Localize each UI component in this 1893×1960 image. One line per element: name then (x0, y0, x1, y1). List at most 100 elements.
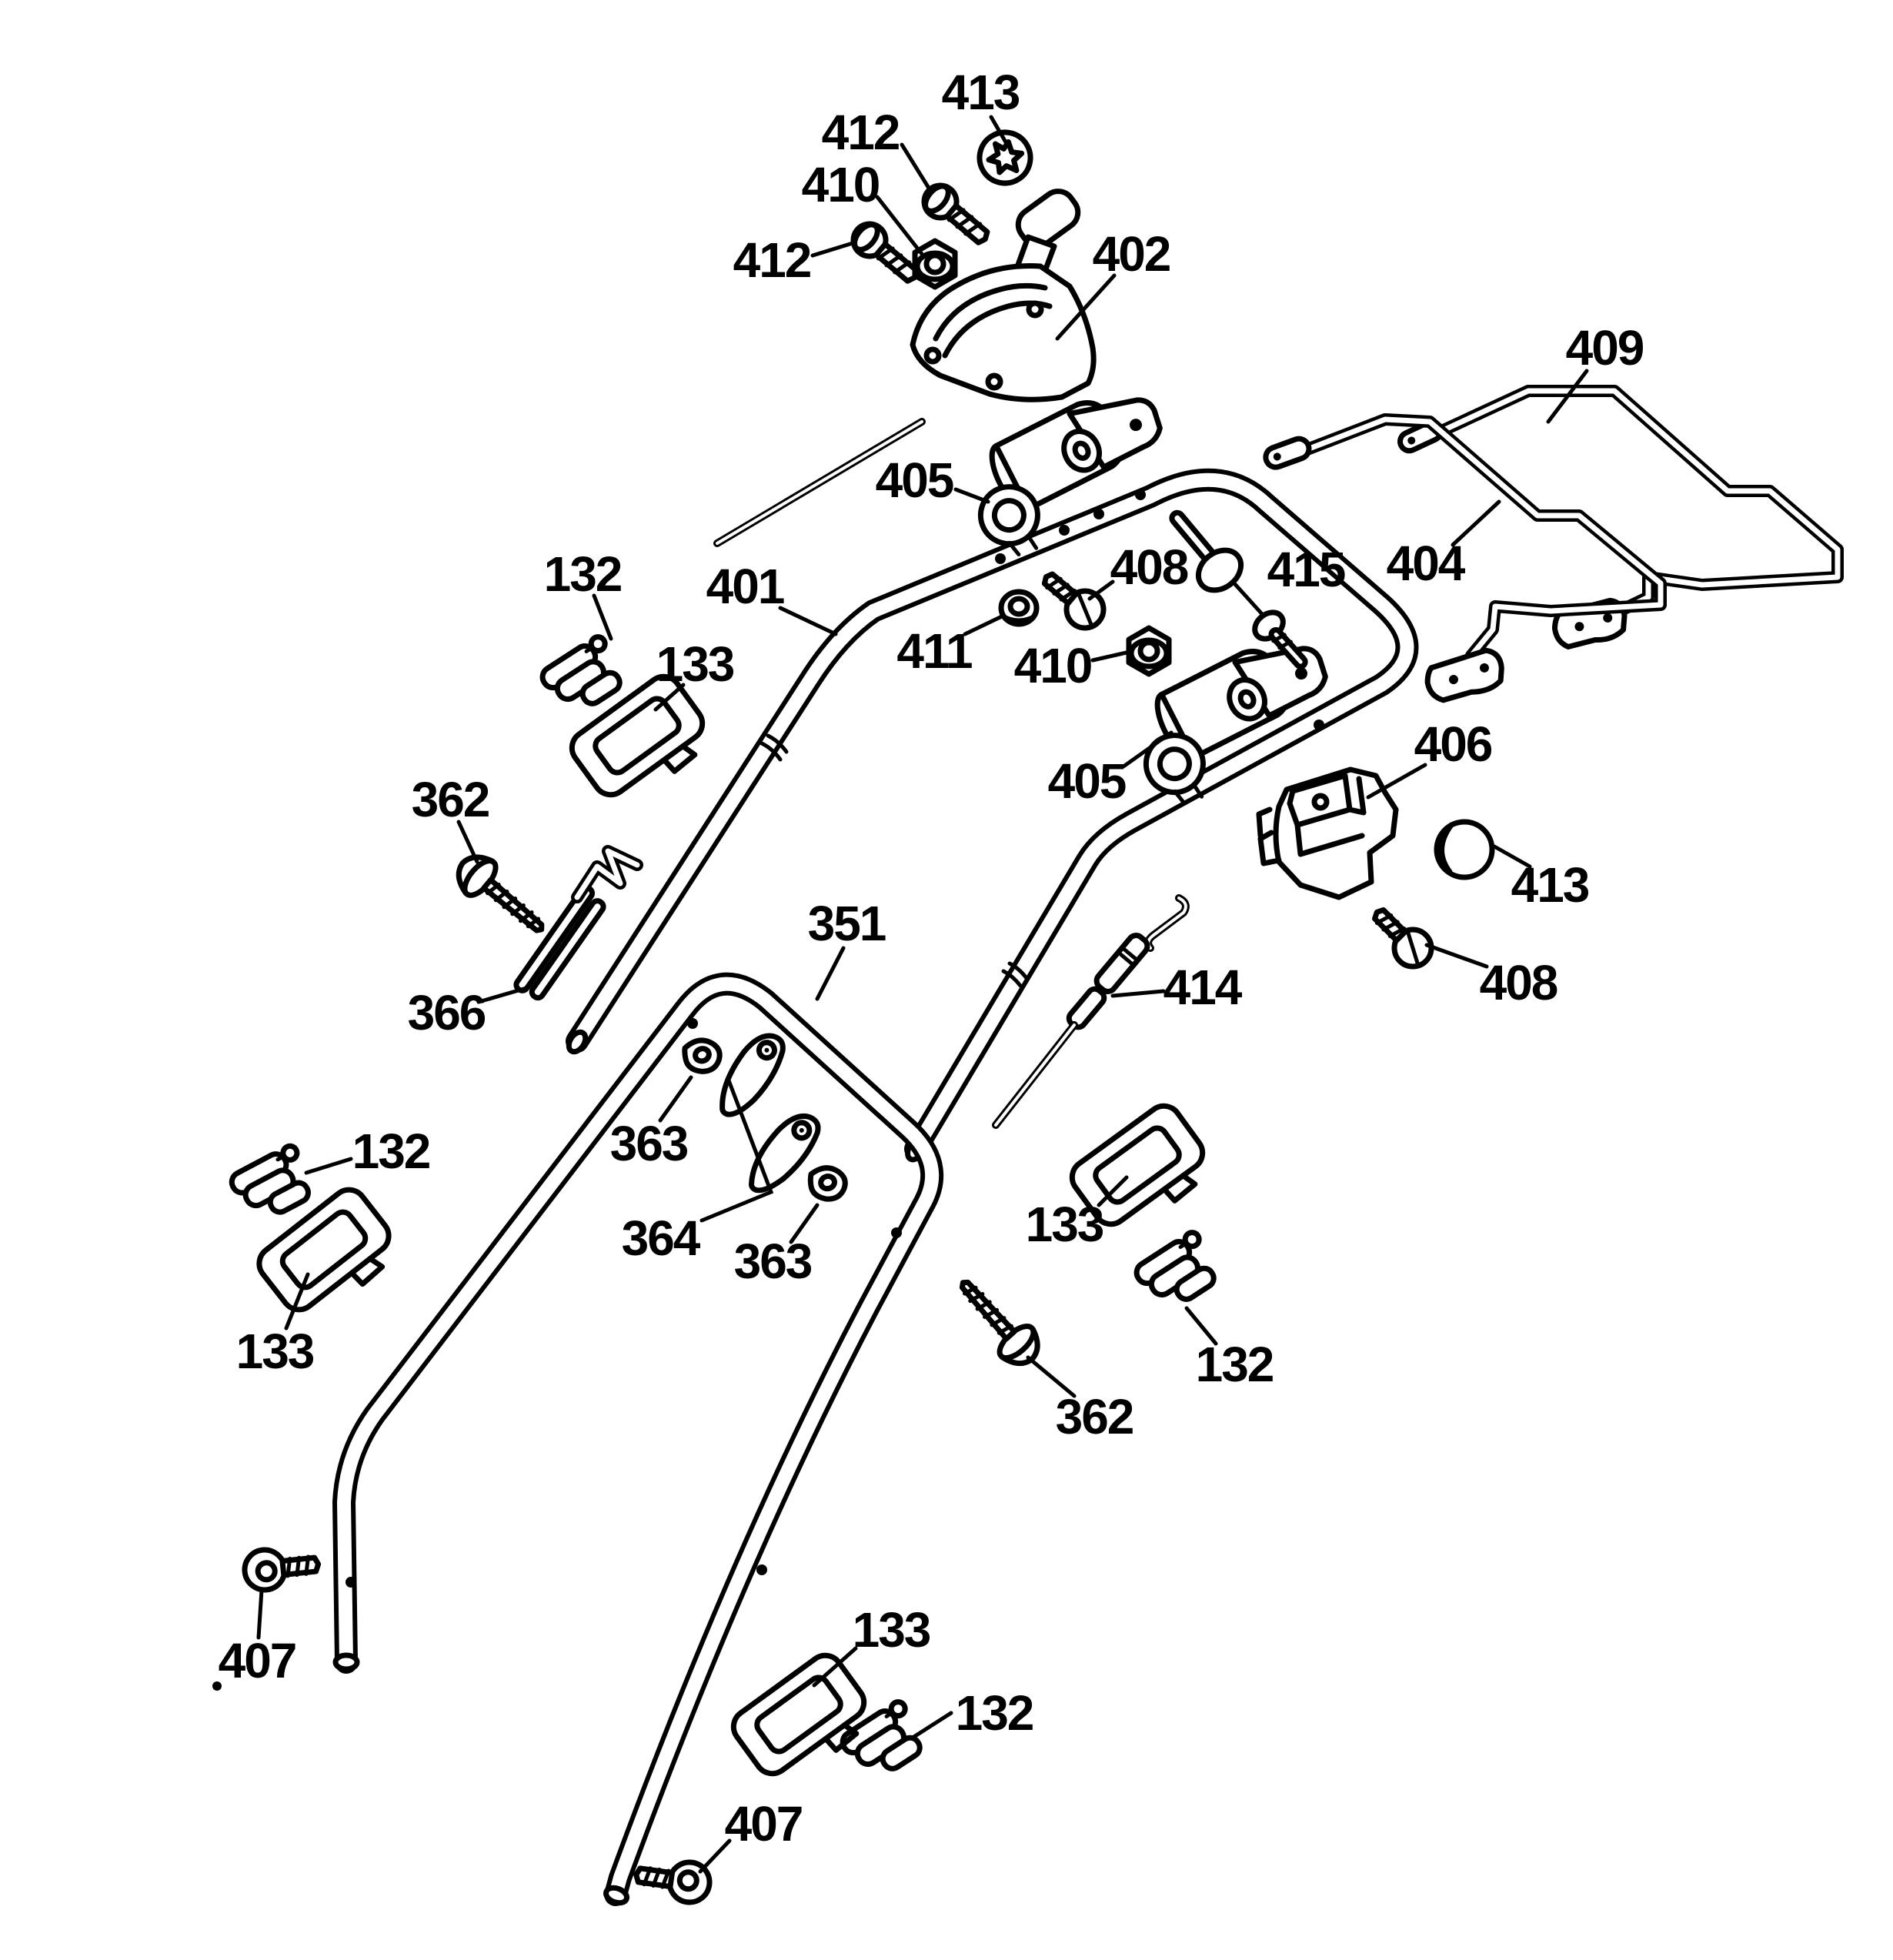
leader-line-362-30 (1026, 1355, 1077, 1398)
leader-line-363-23 (658, 1075, 693, 1123)
part-label-407-34: 407 (725, 1796, 803, 1851)
washer-363-a (681, 1035, 724, 1077)
leader-line-413-17 (1492, 844, 1532, 869)
lower-handle-tube-351 (332, 972, 944, 1906)
part-label-410-2: 410 (802, 157, 880, 212)
tube-end-cap (566, 1029, 589, 1055)
nut-410-b (1129, 628, 1169, 674)
part-label-402-4: 402 (1093, 226, 1170, 282)
part-label-132-8: 132 (544, 546, 622, 602)
part-label-132-31: 132 (956, 1685, 1033, 1741)
part-label-413-17: 413 (1511, 857, 1589, 913)
part-label-351-20: 351 (808, 896, 886, 951)
tube-joint-mark (1001, 961, 1029, 988)
part-label-133-26: 133 (1026, 1197, 1103, 1252)
leader-line-362-18 (456, 820, 479, 864)
screw-407-b (633, 1855, 712, 1905)
part-label-362-18: 362 (412, 772, 489, 827)
leader-line-133-26 (1097, 1175, 1129, 1207)
part-label-406-16: 406 (1414, 716, 1492, 772)
part-label-362-30: 362 (1056, 1389, 1133, 1444)
lever-364-a (710, 1027, 790, 1124)
leader-line-408-10 (1087, 579, 1115, 601)
part-label-415-11: 415 (1267, 542, 1345, 597)
part-label-133-32: 133 (853, 1602, 930, 1658)
bracket-406 (1256, 766, 1399, 900)
tube-end-cap (603, 1885, 630, 1906)
screw-408-b (1364, 899, 1439, 974)
screw-408-a (1034, 563, 1111, 636)
part-label-366-21: 366 (408, 985, 486, 1040)
throttle-control-402 (713, 189, 1097, 547)
part-label-363-23: 363 (610, 1116, 688, 1171)
part-label-133-13: 133 (656, 636, 734, 692)
screw-362-a (449, 847, 555, 945)
rod-409 (1397, 385, 1844, 649)
rod-end-bracket (1424, 647, 1504, 703)
leader-line-351-20 (815, 946, 846, 1001)
part-label-409-5: 409 (1566, 320, 1644, 376)
throttle-lever-knob (1015, 189, 1081, 249)
leader-line-405-15 (1121, 730, 1174, 769)
part-label-364-24: 364 (622, 1210, 701, 1266)
part-label-405-6: 405 (876, 452, 953, 508)
period-mark (212, 1681, 222, 1691)
part-label-412-3: 412 (733, 232, 811, 288)
part-label-411-12: 411 (896, 623, 972, 679)
part-label-404-7: 404 (1387, 536, 1466, 591)
nut-410-a (915, 241, 955, 287)
part-label-133-28: 133 (236, 1324, 314, 1379)
leader-line-132-27 (1184, 1306, 1218, 1346)
leader-line-406-16 (1366, 763, 1427, 800)
leader-line-409-5 (1546, 369, 1589, 424)
part-label-408-19: 408 (1480, 955, 1557, 1010)
leader-line-133-13 (653, 683, 686, 712)
part-label-407-33: 407 (219, 1633, 296, 1688)
part-label-408-10: 408 (1110, 539, 1188, 595)
leader-line-363-25 (789, 1203, 820, 1244)
rod-404 (1263, 413, 1667, 703)
plate-366 (513, 845, 643, 1001)
screw-362-b (947, 1269, 1047, 1374)
leader-line-412-1 (900, 142, 932, 192)
washer-363-b (807, 1164, 849, 1203)
leader-line-132-29 (304, 1157, 353, 1175)
part-label-413-0: 413 (942, 65, 1020, 120)
leader-line-414-22 (1110, 989, 1166, 998)
leader-line-411-12 (963, 613, 1006, 636)
part-label-363-25: 363 (734, 1234, 812, 1289)
screw-407-a (242, 1544, 320, 1592)
leader-line-364-24 (699, 1078, 774, 1223)
leader-line-413-0 (989, 115, 1010, 149)
throttle-arc-slot (933, 282, 1048, 342)
clip-132-c (1133, 1230, 1224, 1316)
leader-line-402-4 (1055, 273, 1117, 341)
tube-joint-mark (760, 733, 789, 762)
leader-line-412-3 (810, 241, 855, 258)
star-washer-413 (977, 129, 1033, 186)
part-label-401-9: 401 (706, 559, 784, 614)
pin-415 (1169, 509, 1308, 669)
leader-line-401-9 (778, 606, 838, 636)
leader-line-410-14 (1090, 650, 1129, 663)
part-label-132-29: 132 (352, 1124, 430, 1179)
clip-132-b (229, 1144, 319, 1227)
leader-line-408-19 (1424, 943, 1489, 969)
leader-line-410-2 (875, 195, 924, 256)
leader-line-132-31 (910, 1711, 953, 1740)
cover-133-d (727, 1649, 880, 1793)
tube-end-cap (332, 1652, 360, 1672)
leader-line-407-33 (256, 1588, 264, 1640)
part-label-405-15: 405 (1048, 753, 1126, 809)
leader-line-407-34 (698, 1838, 732, 1874)
cable-414 (992, 894, 1190, 1129)
part-label-410-14: 410 (1014, 638, 1092, 693)
leader-line-133-32 (812, 1646, 858, 1688)
leader-line-404-7 (1451, 499, 1501, 547)
part-label-414-22: 414 (1164, 960, 1243, 1015)
leader-line-366-21 (476, 986, 529, 1004)
cap-413 (1434, 819, 1495, 880)
